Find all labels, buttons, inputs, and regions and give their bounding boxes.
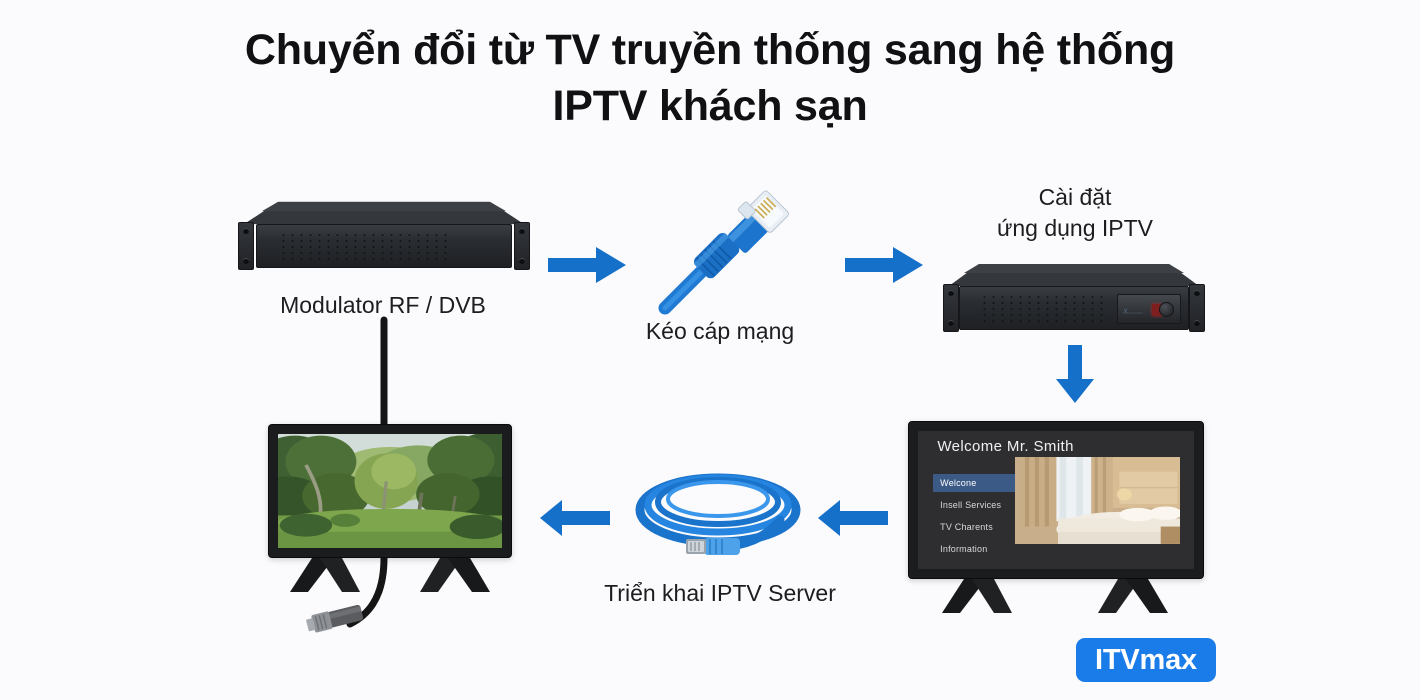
- arrow-server-to-tv: [1054, 345, 1096, 403]
- server-front-face: [255, 224, 513, 268]
- iptv-menu-item-welcome[interactable]: Welcone: [933, 473, 1022, 492]
- power-button-icon[interactable]: [1159, 302, 1175, 317]
- node-coiled-cable: [630, 466, 815, 576]
- status-led: [1151, 304, 1162, 316]
- label-network-cable: Kéo cáp mạng: [645, 318, 795, 344]
- tv-screen: [278, 434, 502, 548]
- node-network-cable: [655, 190, 795, 316]
- label-iptv-server: Cài đặt ứng dụng IPTV: [960, 182, 1190, 244]
- server-top-panel: [244, 201, 524, 225]
- rack-ear-right: [514, 222, 530, 270]
- rack-ear-left: [943, 284, 959, 332]
- iptv-welcome-text: Welcome Mr. Smith: [937, 437, 1074, 455]
- iptv-menu-item-information[interactable]: Information: [940, 543, 988, 554]
- node-iptv-server: [943, 262, 1205, 332]
- hotel-room-photo: [1014, 457, 1181, 545]
- node-legacy-tv: [268, 424, 512, 596]
- rack-ear-left: [238, 222, 254, 270]
- ventilation-holes: [980, 294, 1109, 324]
- iptv-interface: Welcome Mr. Smith Welcone Insell Service…: [918, 431, 1194, 569]
- page-title: Chuyển đổi từ TV truyền thống sang hệ th…: [244, 26, 1176, 130]
- server-brand-mark: [1122, 308, 1143, 314]
- itvmax-logo: ITVmax: [1076, 638, 1216, 682]
- label-modulator: Modulator RF / DVB: [280, 292, 486, 318]
- server-front-face: [958, 286, 1190, 330]
- coax-cable-run: [300, 316, 460, 650]
- iptv-menu-item-tv-channels[interactable]: TV Charents: [940, 521, 993, 532]
- tv-bezel: [268, 424, 512, 558]
- rack-ear-right: [1189, 284, 1205, 332]
- tv-stand: [942, 579, 1168, 613]
- arrow-cable-to-server: [845, 245, 923, 285]
- tv-stand: [290, 558, 490, 592]
- node-iptv-tv: Welcome Mr. Smith Welcone Insell Service…: [908, 421, 1204, 617]
- iptv-menu: Welcone Insell Services TV Charents Info…: [933, 473, 1022, 562]
- arrow-coil-to-legacy-tv: [540, 498, 610, 538]
- ventilation-holes: [279, 232, 448, 262]
- label-iptv-server-line1: Cài đặt: [1038, 184, 1112, 210]
- server-control-panel: [1117, 294, 1182, 324]
- tv-bezel: Welcome Mr. Smith Welcone Insell Service…: [908, 421, 1204, 579]
- arrow-modulator-to-cable: [548, 245, 626, 285]
- node-modulator-server: [238, 200, 530, 272]
- tv-screen: Welcome Mr. Smith Welcone Insell Service…: [918, 431, 1194, 569]
- arrow-tv-to-coil: [818, 498, 888, 538]
- server-top-panel: [949, 264, 1199, 286]
- label-coiled-cable: Triển khai IPTV Server: [604, 580, 836, 606]
- forest-scene: [278, 434, 502, 548]
- iptv-menu-item-services[interactable]: Insell Services: [940, 499, 1002, 510]
- label-iptv-server-line2: ứng dụng IPTV: [996, 215, 1154, 241]
